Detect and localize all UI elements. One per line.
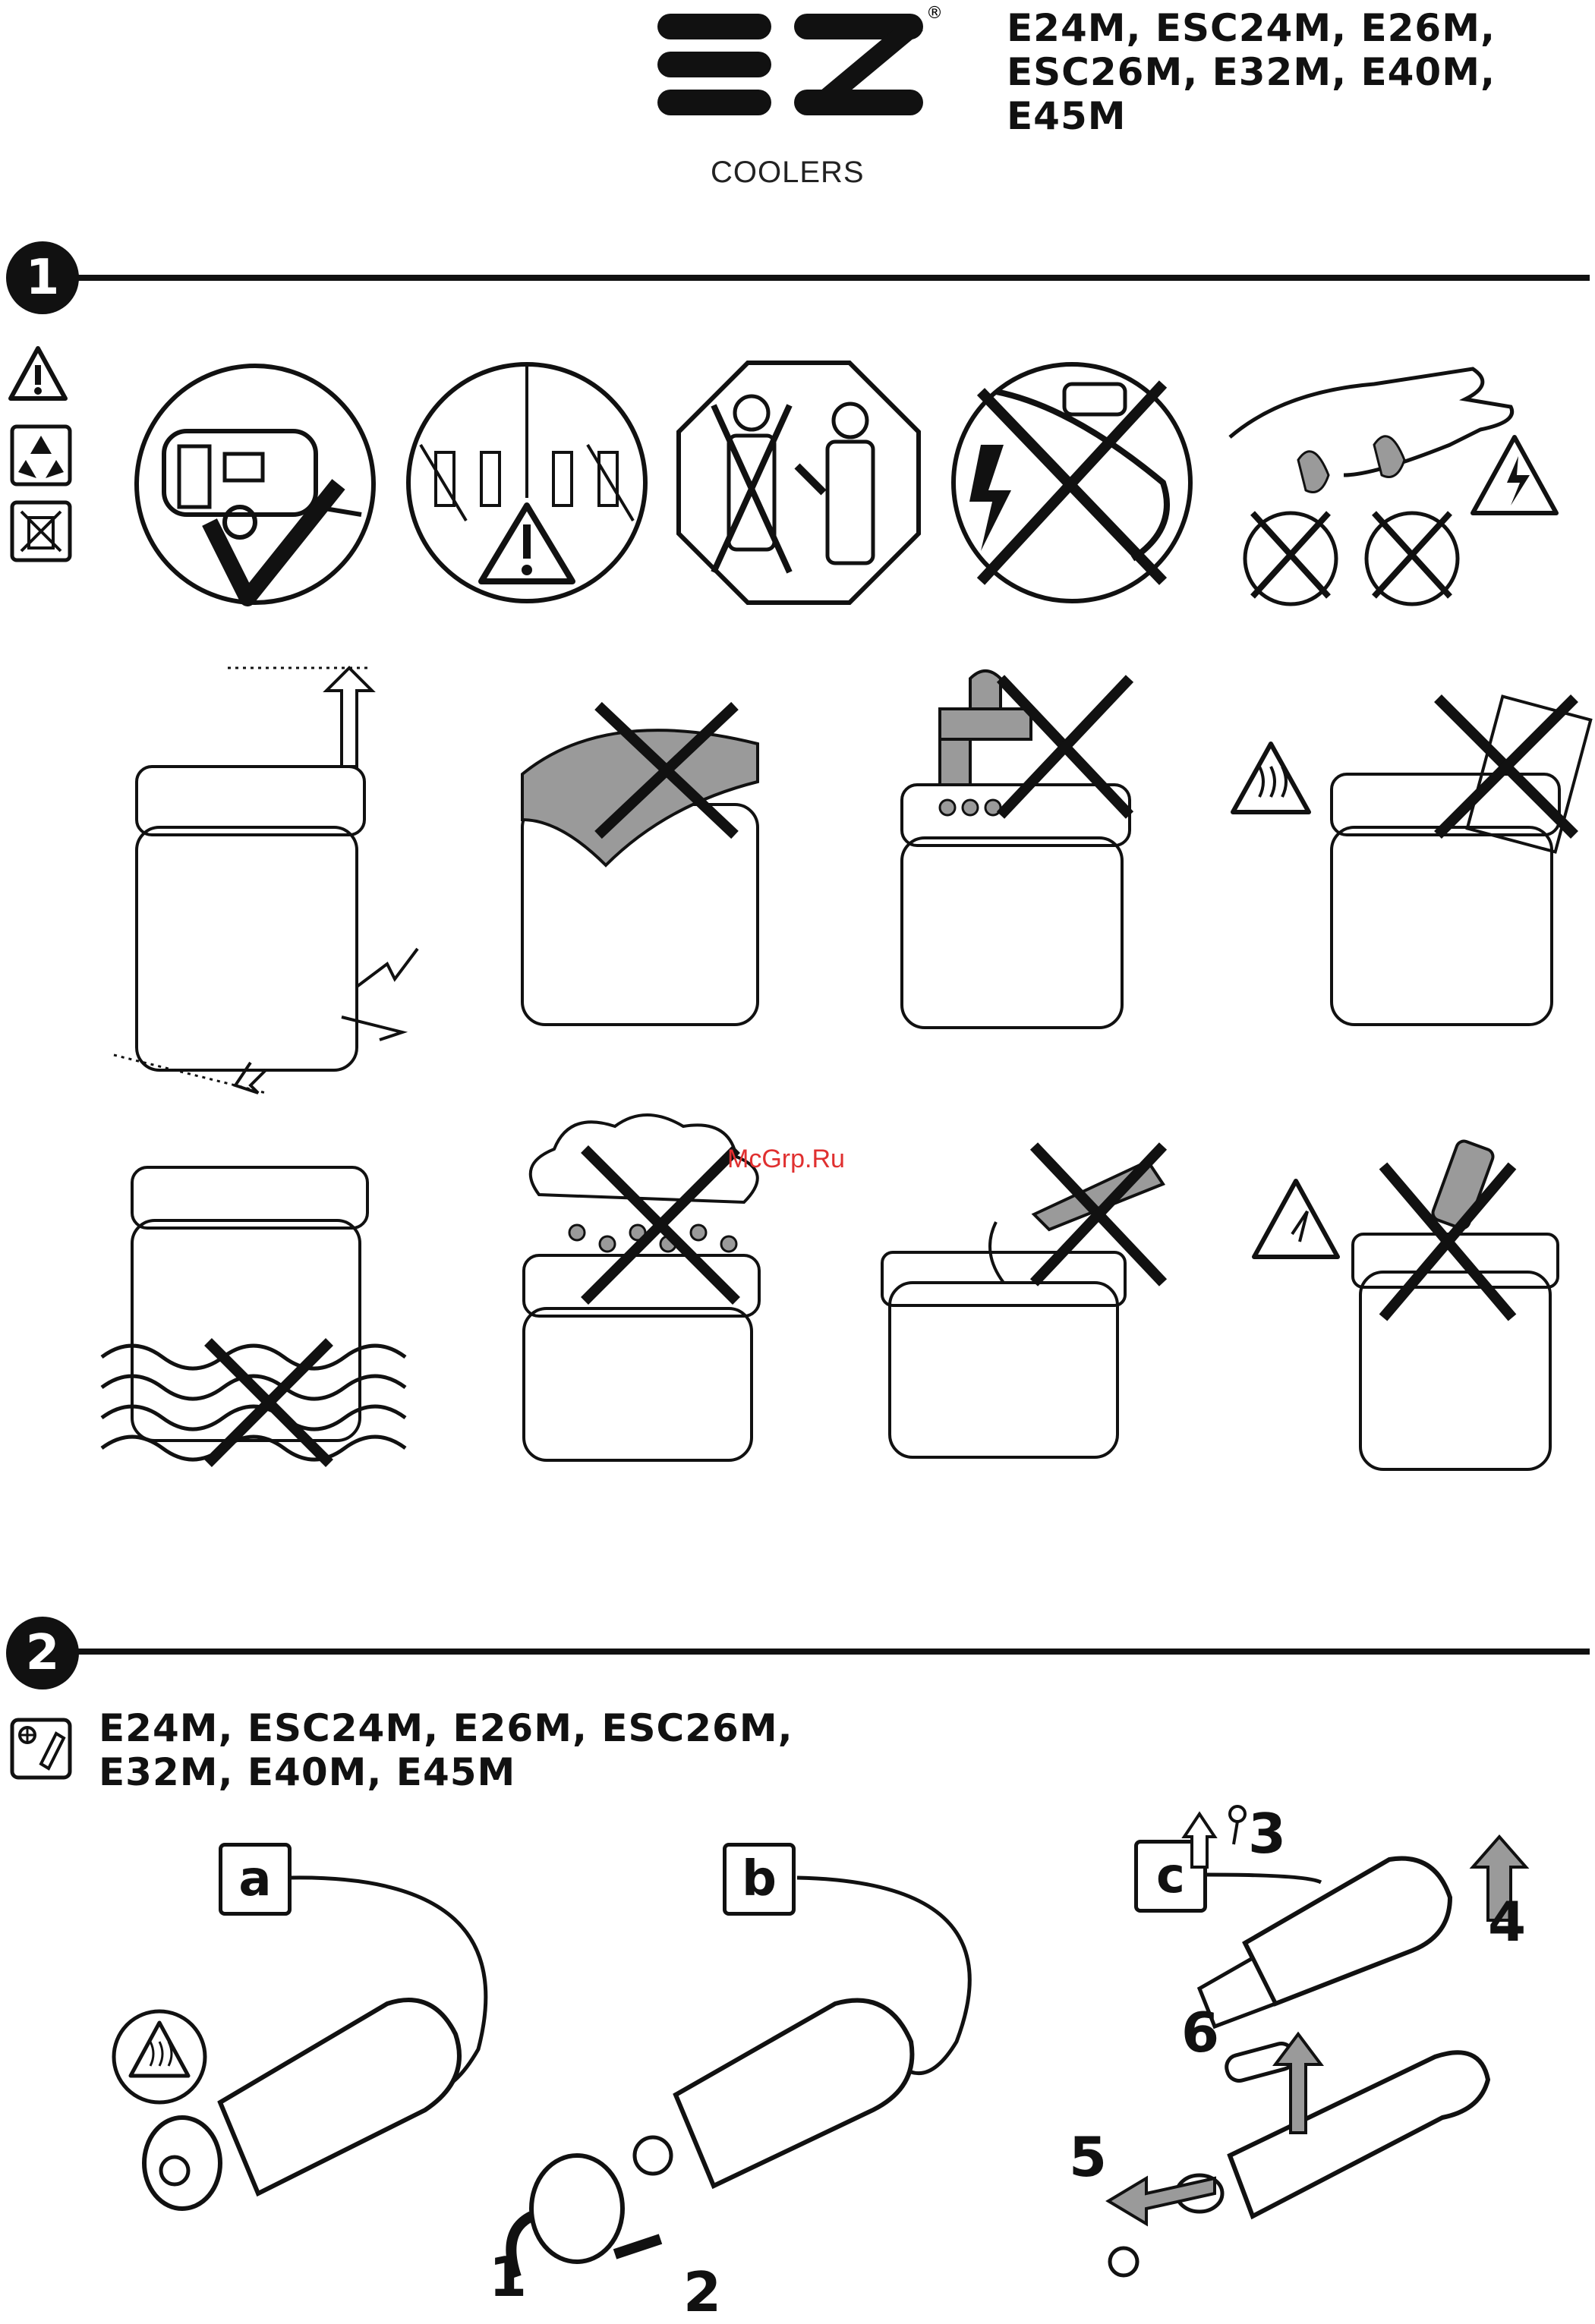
plug-remove-tip-illustration [486,1852,987,2315]
step-c-callout-6: 6 [1181,2001,1219,2064]
section-2-rule [73,1649,1590,1655]
ez-logo-icon: ® [657,8,931,144]
cooler-no-flammable-spray [1254,1135,1573,1477]
cooler-ventilation-clearance [114,660,455,1101]
brand-subtitle: COOLERS [711,156,865,190]
step-c-callout-3: 3 [1248,1802,1286,1866]
brand-logo: ® [657,8,931,144]
section-1-rule [73,275,1590,281]
wet-hands-icon [1222,361,1564,612]
cooler-no-water-tap [887,663,1145,1035]
caravan-allowed-icon [134,363,377,606]
fuse-replacement-illustration [1078,1791,1549,2285]
cooler-no-cover [515,698,773,1032]
cooler-no-liquid-inside [882,1131,1186,1465]
header-model-list: E24M, ESC24M, E26M, ESC26M, E32M, E40M, … [1007,6,1496,138]
section-2-badge: 2 [6,1617,79,1689]
cooler-no-immersion [102,1160,421,1463]
warning-icon [8,345,68,402]
svg-text:®: ® [926,4,943,23]
step-b-callout-2: 2 [683,2260,721,2324]
step-b-callout-1: 1 [489,2245,527,2309]
cooler-no-heat-source [1225,683,1590,1047]
screwdriver-tool-icon [11,1718,71,1779]
weee-bin-icon [11,501,71,562]
section-1-badge: 1 [6,241,79,314]
section-2-model-list: E24M, ESC24M, E26M, ESC26M, E32M, E40M, … [99,1706,793,1794]
no-damaged-cable-icon [950,361,1193,604]
plug-warning-icon [405,361,648,604]
recycle-icon [11,425,71,486]
step-c-callout-4: 4 [1488,1890,1526,1954]
qualified-personnel-icon [676,360,922,606]
step-c-callout-5: 5 [1069,2125,1107,2189]
watermark: McGrp.Ru [727,1145,845,1174]
